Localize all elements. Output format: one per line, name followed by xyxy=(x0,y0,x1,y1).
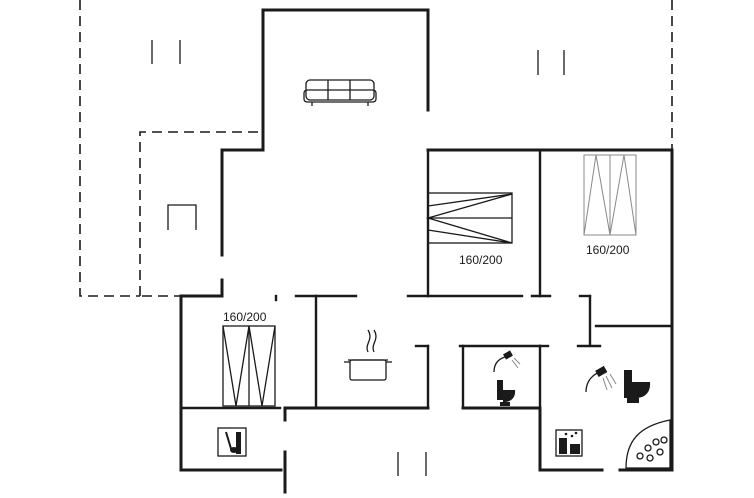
terrace-outline xyxy=(79,0,673,297)
sauna-icon xyxy=(555,429,583,457)
bed-icon xyxy=(583,154,637,236)
shower-icon xyxy=(585,365,617,393)
bed-icon xyxy=(222,325,276,407)
grill-icon xyxy=(167,204,197,230)
bed-size-label: 160/200 xyxy=(586,243,630,257)
exterior-walls xyxy=(179,8,674,494)
sofa-icon xyxy=(303,79,377,106)
bed-size-label: 160/200 xyxy=(223,310,267,324)
bed-icon xyxy=(425,192,513,244)
washing-machine-icon xyxy=(217,427,247,457)
whirlpool-icon xyxy=(625,419,671,469)
toilet-icon xyxy=(624,370,651,403)
shower-icon xyxy=(493,350,521,373)
toilet-icon xyxy=(497,380,516,406)
bed-size-label: 160/200 xyxy=(459,253,503,267)
terrace-icon xyxy=(151,40,565,476)
kitchen-pot-icon xyxy=(344,329,392,381)
